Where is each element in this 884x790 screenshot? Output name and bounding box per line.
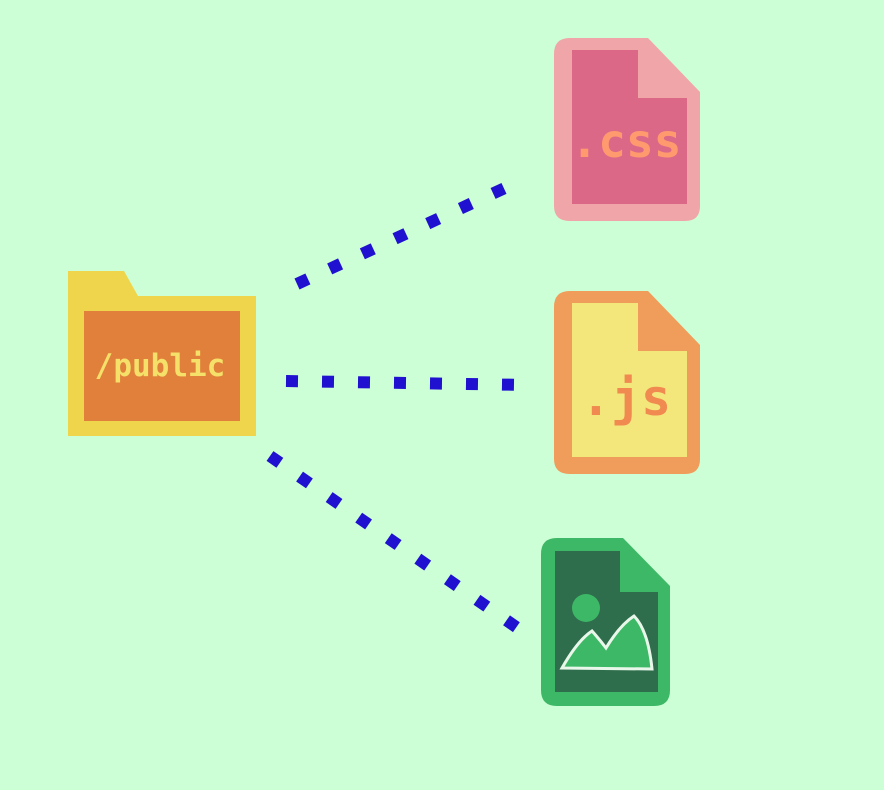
css-file-icon[interactable]: .css [554,38,700,221]
js-file-icon[interactable]: .js [554,291,700,474]
css-file-label: .css [571,114,682,168]
image-file-icon[interactable] [541,538,670,706]
image-mountain-icon [559,614,654,671]
folder-label: /public [95,348,226,384]
connectors [266,175,536,643]
connector-js [285,375,529,391]
image-sun-icon [572,594,600,622]
connector-image [266,451,536,643]
folder-icon[interactable]: /public [68,271,256,436]
connector-css [294,175,523,290]
js-file-label: .js [581,369,671,427]
